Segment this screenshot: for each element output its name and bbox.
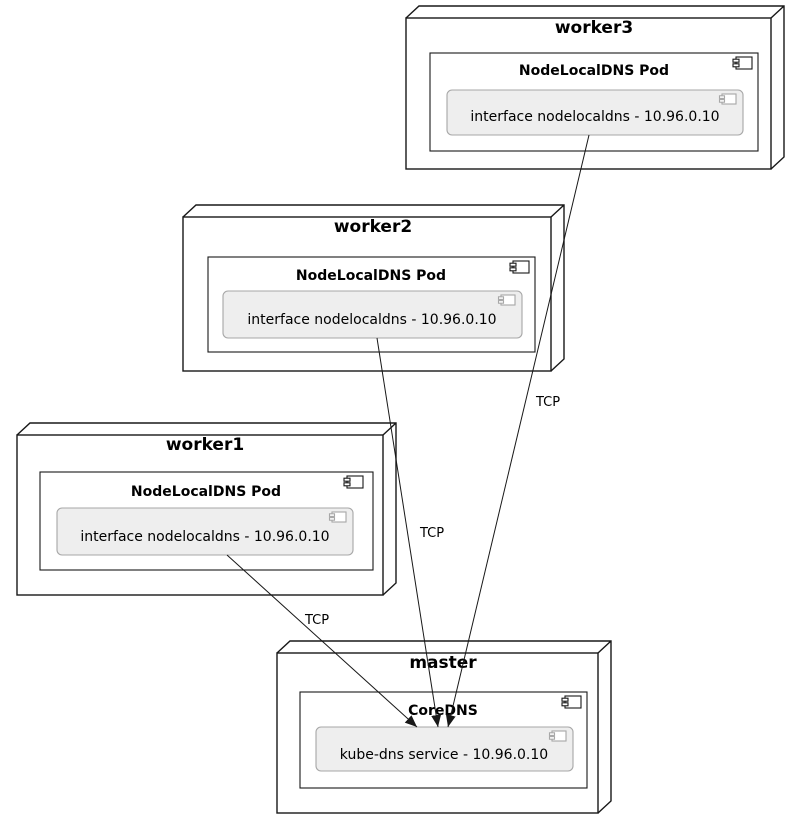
component-icon — [561, 695, 582, 709]
interface-label: interface nodelocaldns - 10.96.0.10 — [247, 312, 496, 328]
interface-nodelocaldns: interface nodelocaldns - 10.96.0.10 — [222, 290, 523, 339]
component-title: NodeLocalDNS Pod — [519, 63, 669, 79]
component-nodelocaldns-pod: NodeLocalDNS Pod interface nodelocaldns … — [429, 52, 759, 152]
edge-worker1-to-master: TCP — [226, 554, 418, 728]
node-worker1: worker1 NodeLocalDNS Pod interface nodel… — [16, 422, 397, 596]
component-icon — [732, 56, 753, 70]
node-worker2: worker2 NodeLocalDNS Pod interface nodel… — [182, 204, 565, 372]
edge-line — [445, 134, 590, 728]
edge-label: TCP — [535, 395, 560, 410]
component-coredns: CoreDNS kube-dns service - 10.96.0.10 — [299, 691, 588, 789]
edge-line — [226, 554, 418, 728]
component-icon — [497, 294, 516, 306]
component-icon — [328, 511, 347, 523]
component-icon — [548, 730, 567, 742]
edge-label: TCP — [419, 526, 444, 541]
interface-nodelocaldns: interface nodelocaldns - 10.96.0.10 — [446, 89, 744, 136]
component-title: CoreDNS — [408, 703, 478, 719]
component-nodelocaldns-pod: NodeLocalDNS Pod interface nodelocaldns … — [39, 471, 374, 571]
interface-box — [446, 89, 744, 136]
node-title: master — [409, 653, 477, 673]
node-3d-edges — [16, 422, 397, 596]
node-title: worker3 — [555, 18, 633, 38]
node-3d-edges — [276, 640, 612, 814]
edge-line — [376, 337, 442, 728]
interface-kube-dns: kube-dns service - 10.96.0.10 — [315, 726, 574, 772]
component-title: NodeLocalDNS Pod — [296, 268, 446, 284]
node-title: worker2 — [334, 217, 412, 237]
interface-nodelocaldns: interface nodelocaldns - 10.96.0.10 — [56, 507, 354, 556]
node-3d-edges — [182, 204, 565, 372]
component-title: NodeLocalDNS Pod — [131, 484, 281, 500]
interface-label: kube-dns service - 10.96.0.10 — [340, 747, 548, 763]
component-icon — [343, 475, 364, 489]
node-title: worker1 — [166, 435, 244, 455]
edge-worker2-to-master: TCP — [376, 337, 444, 728]
interface-box — [315, 726, 574, 772]
edge-label: TCP — [304, 613, 329, 628]
component-icon — [509, 260, 530, 274]
node-master: master CoreDNS kube-dns service - 10.96.… — [276, 640, 612, 814]
node-3d-edges — [405, 5, 785, 170]
edge-worker3-to-master: TCP — [445, 134, 590, 728]
component-icon — [718, 93, 737, 105]
node-worker3: worker3 NodeLocalDNS Pod interface nodel… — [405, 5, 785, 170]
interface-box — [222, 290, 523, 339]
component-nodelocaldns-pod: NodeLocalDNS Pod interface nodelocaldns … — [207, 256, 536, 353]
interface-box — [56, 507, 354, 556]
interface-label: interface nodelocaldns - 10.96.0.10 — [80, 529, 329, 545]
interface-label: interface nodelocaldns - 10.96.0.10 — [470, 109, 719, 125]
